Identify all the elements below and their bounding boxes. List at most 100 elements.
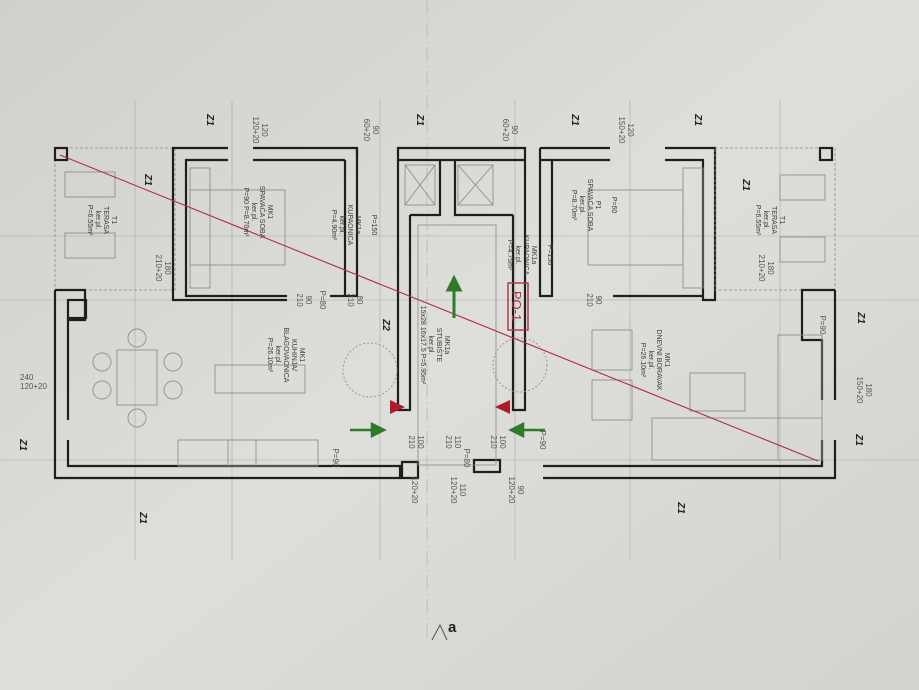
zone-marker-line: Z1 [142,173,153,186]
dimension-label-line: 120 [260,123,269,137]
dimension-label-line: 120+20 [410,477,419,504]
zone-marker: Z1 [853,433,864,446]
zone-marker: Z1 [142,173,153,186]
room-label-line: T1 [778,216,785,224]
room-label-line: MK1 [298,348,305,363]
dimension-label-line: 210 [444,435,453,449]
dimension-label-line: 150+20 [617,117,626,144]
room-label-line: P=150 [546,245,553,266]
room-label-line: T1 [110,216,117,224]
zone-marker-line: Z1 [137,511,148,524]
room-label-line: ker.pl. [274,346,281,365]
room-label-line: MK1a [354,216,361,234]
dimension-label-line: 60+20 [362,119,371,142]
section-marker-icon [495,400,510,414]
dimension-label-line: P=90 [818,316,827,335]
zone-marker-line: Z1 [17,438,28,451]
room-label-line: KUHINJA/ [290,339,297,371]
dimension-label: P=80 [318,291,327,310]
room-label-line: SPAVAĆA SOBA [586,179,595,232]
zone-marker-line: Z1 [569,113,580,126]
room-label-line: MK1 [266,205,273,220]
zone-marker: Z2 [380,318,391,331]
zone-marker: Z1 [692,113,703,126]
room-label-line: P1 [594,201,601,210]
dimension-label: P=80 [462,449,471,468]
dimension-label: 240 [20,373,34,382]
room-label-line: ker.pl. [514,246,521,265]
room-label-line: P=6.55m² [86,205,93,236]
zone-marker-line: Z1 [692,113,703,126]
zone-marker-line: Z1 [855,311,866,324]
arrows [350,274,545,439]
section-mark-label: a [448,619,457,636]
dimension-label-line: 210 [295,293,304,307]
dimension-label-line: P=90 [538,431,547,450]
room-label-line: KUPAONICA [522,235,529,276]
section-mark: a [431,619,457,641]
room-label-line: TERASA [102,206,109,234]
dimension-label-line: 120+20 [507,477,516,504]
dimension-label-line: 100 [416,435,425,449]
room-label-line: MK1a [443,336,450,354]
dimension-label-line: 180 [163,261,172,275]
zone-marker-line: Z1 [204,113,215,126]
dimension-label: P=90 [331,449,340,468]
room-label-line: P=4.75m² [506,240,513,271]
zone-marker-line: Z2 [380,318,391,331]
room-label-line: STUBIŠTE [435,328,444,363]
room-label-line: P=60 [610,197,617,214]
dimension-label-line: P=90 [331,449,340,468]
room-label-line: ker.pl. [762,211,769,230]
zone-marker: Z1 [414,113,425,126]
dimension-label: 120+20 [410,477,419,504]
dimension-label: 120+20 [20,382,47,391]
room-label-line: P=8.70m² [570,190,577,221]
walls [53,146,837,480]
section-line [59,154,819,462]
entry-arrow-icon [350,421,387,439]
zone-marker: Z1 [137,511,148,524]
room-label-line: MK1 [663,353,670,368]
dimension-label-line: 90 [510,126,519,135]
dimension-label-line: 90 [594,296,603,305]
room-label-line: ker.pl. [250,203,257,222]
zone-marker: Z1 [855,311,866,324]
dimension-label-line: 210 [489,435,498,449]
room-label-line: KUPAONICA [346,205,353,246]
dimension-label-line: 150+20 [855,377,864,404]
section-tag: PO-1 [507,282,529,331]
dimension-label-line: 90 [516,486,525,495]
dimension-label-line: P=80 [462,449,471,468]
zone-marker: Z1 [569,113,580,126]
room-label-line: ker.pl. [338,216,345,235]
dimension-label-line: 100 [498,435,507,449]
room-label-line: MK1a [530,246,537,264]
section-tag-label: PO-1 [509,291,524,321]
room-label-line: P=4.90m² [330,210,337,241]
section-marker-icon [390,400,405,414]
dimension-label-line: 110 [458,484,467,497]
room-label-line: TERASA [770,206,777,234]
dimension-label-line: 80 [355,296,364,305]
dimension-label: P=90 [538,431,547,450]
dimension-label-line: 90 [371,126,380,135]
